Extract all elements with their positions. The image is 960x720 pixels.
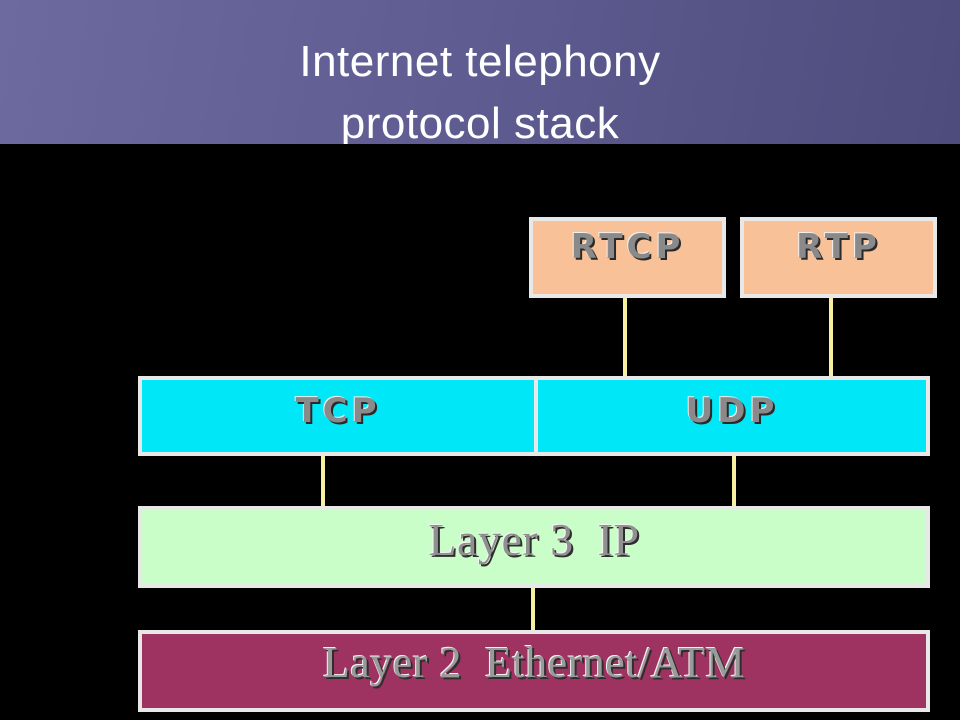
slide-title-line-1: Internet telephony [299,37,661,86]
rtp-box: RTP [740,217,937,298]
udp-label: UDP [685,391,779,431]
rtcp-box: RTCP [529,217,726,298]
layer3-ip-box: Layer 3 IP [138,506,930,588]
layer3-label: Layer 3 IP [428,514,640,565]
connector-ip-layer2 [531,588,535,630]
connector-rtp-udp [829,298,833,376]
connector-rtcp-udp [623,298,627,376]
connector-tcp-ip [321,456,325,506]
rtp-label: RTP [796,226,881,267]
connector-udp-ip [732,456,736,506]
transport-layer-box: TCP UDP [138,376,930,456]
layer2-label: Layer 2 Ethernet/ATM [322,638,746,687]
rtcp-label: RTCP [570,226,685,267]
title-banner: Internet telephony protocol stack [0,0,960,144]
slide-title-line-2: protocol stack [340,99,620,145]
udp-cell: UDP [538,380,926,452]
tcp-label: TCP [295,391,381,431]
layer2-ethernet-atm-box: Layer 2 Ethernet/ATM [138,630,930,712]
tcp-udp-divider [534,380,538,452]
tcp-cell: TCP [142,380,534,452]
